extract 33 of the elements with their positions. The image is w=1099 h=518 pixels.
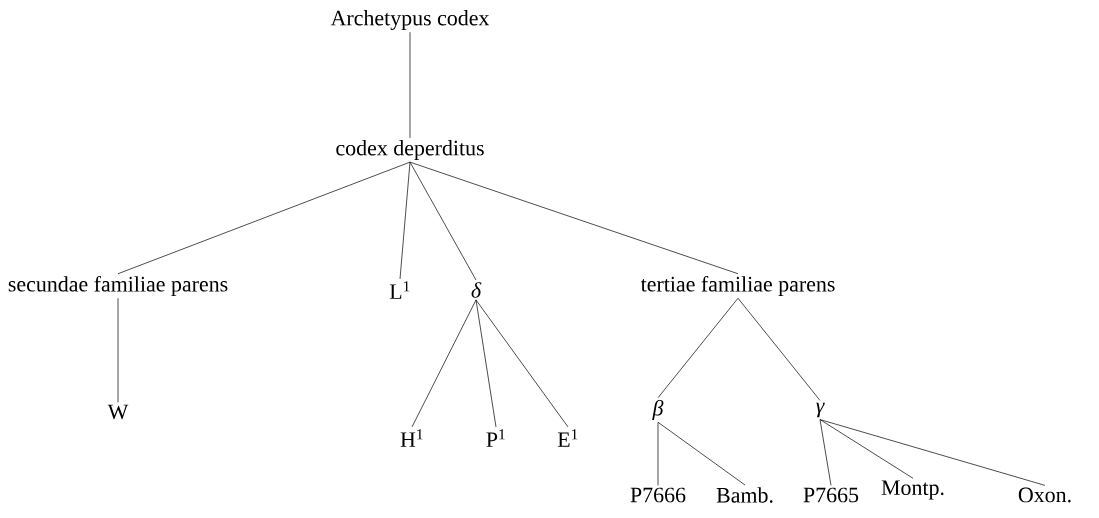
- tree-line: [409, 161, 739, 275]
- tree-line: [657, 421, 746, 486]
- tree-node-label: P7666: [630, 487, 686, 503]
- tree-node-label: Oxon.: [1018, 487, 1071, 503]
- tree-node-label: L$^{1}$: [389, 281, 410, 299]
- tree-line: [475, 299, 569, 428]
- tree-node-label: Montp.: [881, 480, 944, 500]
- tree-node-label: codex deperditus: [336, 140, 484, 160]
- tree-line: [819, 419, 914, 479]
- tree-line: [819, 419, 1046, 486]
- tree-node-label: tertiae familiae parens: [640, 275, 835, 297]
- tree-line: [409, 31, 411, 139]
- tree-node-label: secundae familiae parens: [8, 275, 228, 297]
- tree-line: [117, 161, 411, 275]
- tree-node-label: γ: [816, 402, 825, 418]
- tree-line: [737, 297, 821, 401]
- tree-node-label: W: [107, 404, 129, 420]
- tree-line: [409, 161, 477, 281]
- tree-node-label: Archetypus codex: [330, 10, 490, 30]
- tree-node-label: β: [652, 399, 664, 421]
- tree-node-label: P7665: [803, 487, 859, 503]
- tree-line: [475, 299, 497, 428]
- tree-line: [399, 161, 411, 280]
- tree-line: [819, 419, 832, 486]
- tree-node-label: H$^{1}$: [400, 429, 423, 447]
- tree-node-label: P$^{1}$: [486, 429, 505, 447]
- tree-node-label: Bamb.: [716, 487, 773, 503]
- tree-line: [411, 299, 477, 428]
- tree-node-label: E$^{1}$: [557, 429, 578, 447]
- tree-node-label: δ: [471, 282, 482, 298]
- tree-line: [657, 421, 659, 486]
- tree-line: [657, 297, 739, 399]
- tree-line: [117, 297, 119, 403]
